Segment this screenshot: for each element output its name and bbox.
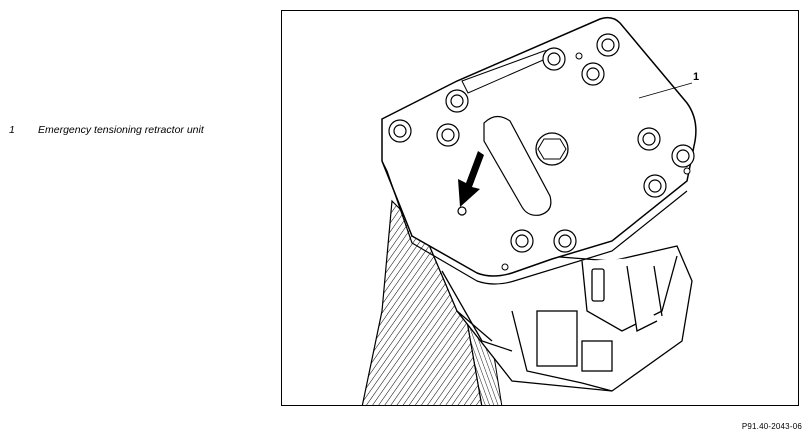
illustration-frame: 1 — [281, 10, 799, 406]
legend-number: 1 — [9, 124, 15, 136]
retractor-illustration — [361, 16, 697, 405]
callout-label: 1 — [693, 71, 700, 83]
callout-leader — [638, 82, 693, 99]
top-plate — [381, 16, 697, 285]
indicator-arrow — [458, 151, 484, 207]
mounting-bolts — [388, 33, 695, 253]
reference-code: P91.40-2043-06 — [741, 422, 802, 431]
legend-row: 1 Emergency tensioning retractor unit — [9, 124, 204, 136]
legend-text: Emergency tensioning retractor unit — [38, 124, 204, 136]
